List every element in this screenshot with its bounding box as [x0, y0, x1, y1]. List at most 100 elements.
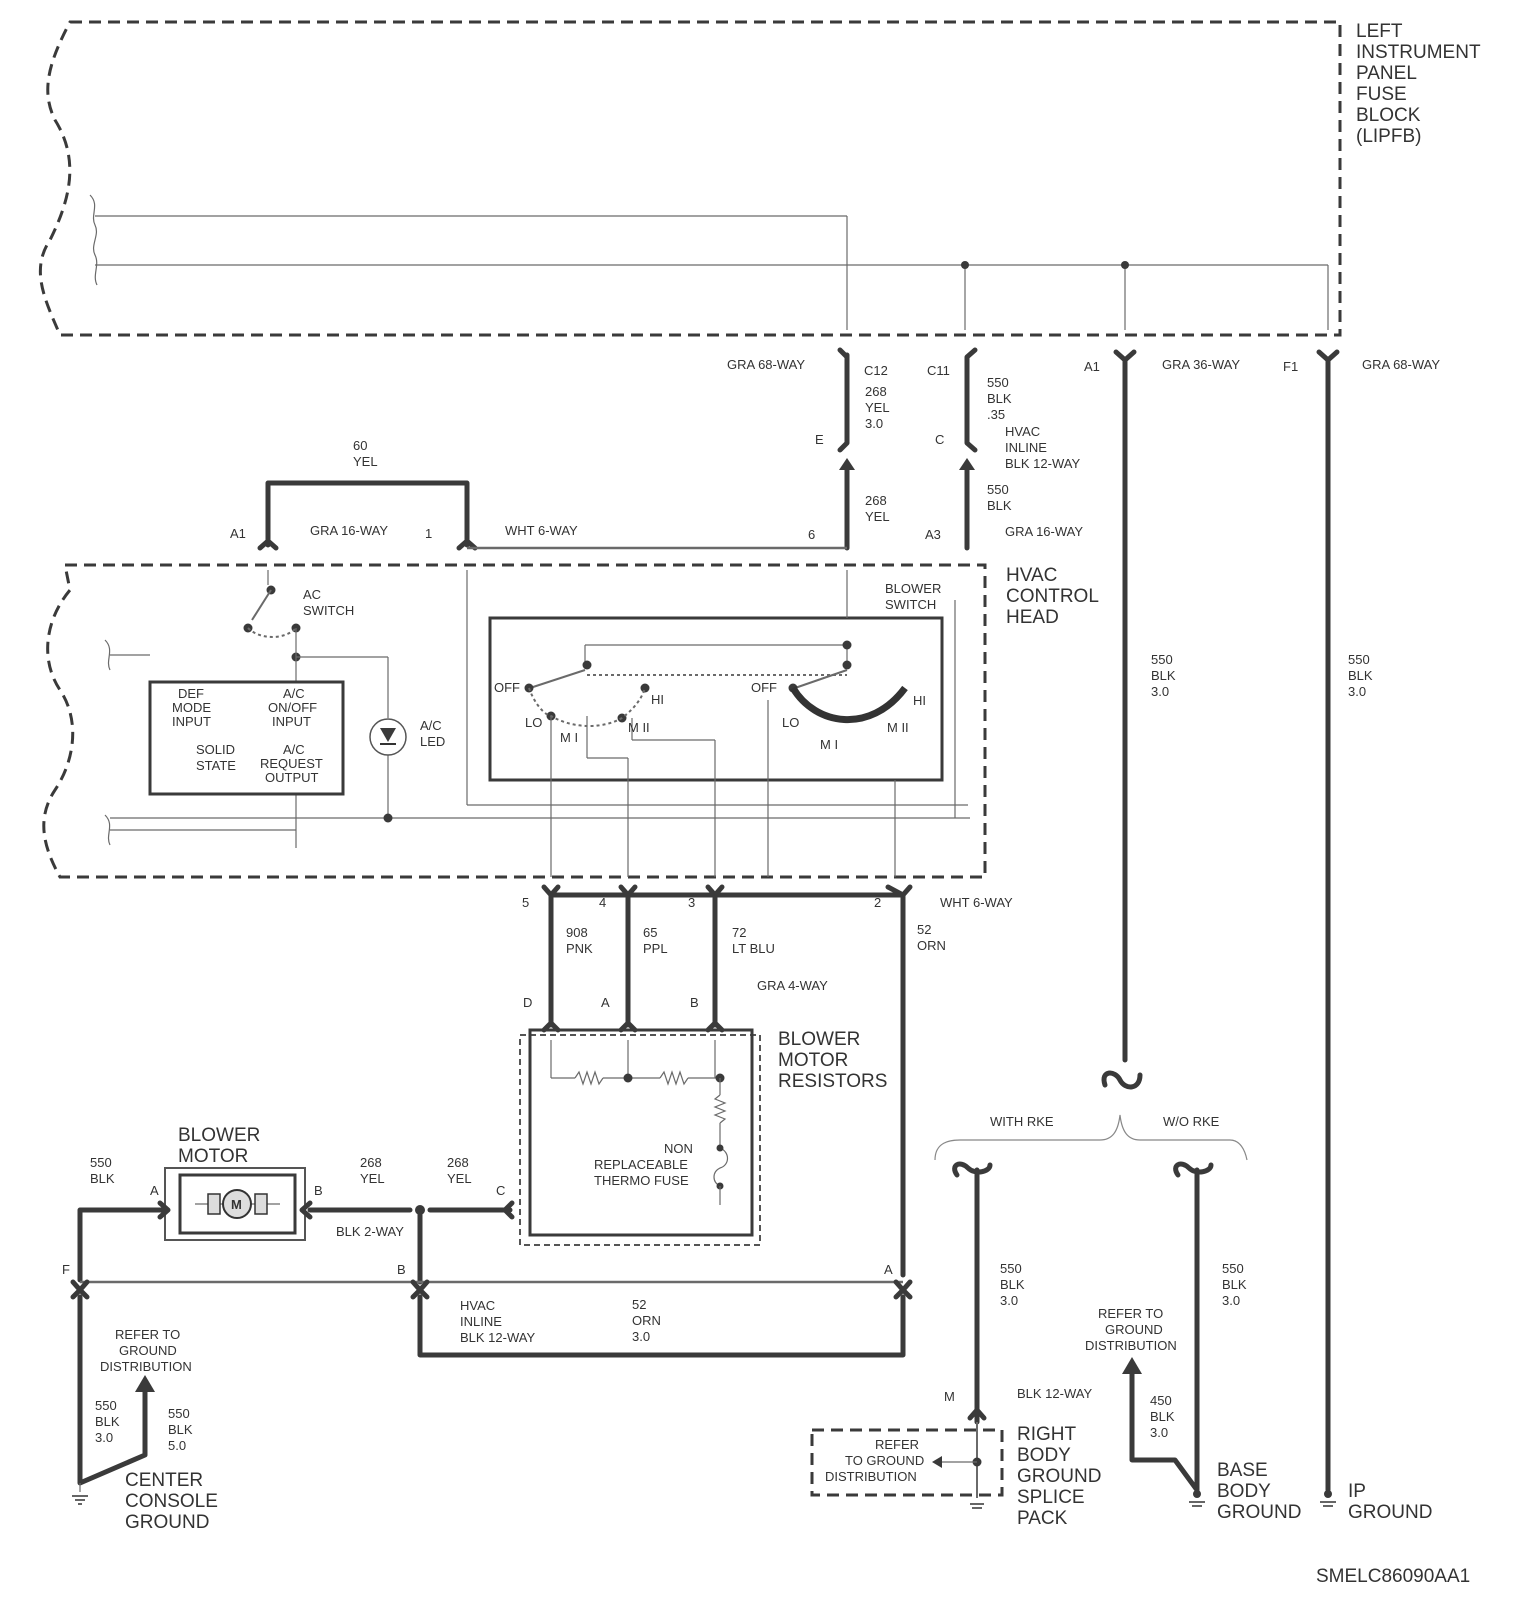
svg-text:52: 52: [917, 922, 931, 937]
svg-text:550: 550: [987, 482, 1009, 497]
splice-dot: [1121, 261, 1129, 269]
svg-text:SWITCH: SWITCH: [885, 597, 936, 612]
lipfb-label: LEFT INSTRUMENT PANEL FUSE BLOCK (LIPFB): [1356, 21, 1481, 147]
svg-text:F1: F1: [1283, 359, 1298, 374]
svg-text:ORN: ORN: [632, 1313, 661, 1328]
svg-text:LT BLU: LT BLU: [732, 941, 775, 956]
svg-text:65: 65: [643, 925, 657, 940]
lipfb-fuse-block: [38, 20, 1342, 337]
svg-text:GRA 16-WAY: GRA 16-WAY: [310, 523, 388, 538]
motor-icon: [222, 1189, 252, 1219]
svg-text:ORN: ORN: [917, 938, 946, 953]
svg-text:E: E: [815, 432, 824, 447]
gra4-connector: [541, 1020, 725, 1033]
svg-text:ON/OFF: ON/OFF: [268, 700, 317, 715]
svg-text:OFF: OFF: [751, 680, 777, 695]
svg-text:MOTOR: MOTOR: [778, 1050, 848, 1071]
svg-text:HVAC: HVAC: [1006, 565, 1057, 586]
svg-text:GROUND: GROUND: [1348, 1502, 1432, 1523]
svg-text:C12: C12: [864, 363, 888, 378]
svg-text:550: 550: [168, 1406, 190, 1421]
svg-text:A3: A3: [925, 527, 941, 542]
svg-text:SWITCH: SWITCH: [303, 603, 354, 618]
rke-split: WITH RKE W/O RKE: [934, 1114, 1248, 1493]
svg-text:BODY: BODY: [1217, 1481, 1271, 1502]
svg-text:3.0: 3.0: [1151, 684, 1169, 699]
thermo-fuse-icon: [713, 1147, 729, 1187]
hvac-control-head: [42, 563, 987, 879]
svg-text:GROUND: GROUND: [1017, 1466, 1101, 1487]
svg-text:D: D: [523, 995, 532, 1010]
svg-text:A: A: [601, 995, 610, 1010]
svg-text:M: M: [231, 1197, 242, 1212]
svg-text:C11: C11: [927, 363, 950, 378]
svg-text:A1: A1: [230, 526, 246, 541]
svg-text:BLK: BLK: [987, 391, 1012, 406]
svg-text:MOTOR: MOTOR: [178, 1146, 248, 1167]
svg-text:RIGHT: RIGHT: [1017, 1424, 1077, 1445]
right-body-ground-splice-pack: 550 BLK 3.0 M BLK 12-WAY REFER TO GROUND…: [810, 1261, 1101, 1529]
svg-text:3.0: 3.0: [1222, 1293, 1240, 1308]
svg-text:C: C: [935, 432, 944, 447]
svg-text:A1: A1: [1084, 359, 1100, 374]
svg-text:A/C: A/C: [283, 742, 305, 757]
svg-text:WITH RKE: WITH RKE: [990, 1114, 1054, 1129]
blower-motor-resistors: [519, 1028, 761, 1246]
svg-text:GROUND: GROUND: [1217, 1502, 1301, 1523]
svg-text:GROUND: GROUND: [125, 1512, 209, 1533]
svg-text:INSTRUMENT: INSTRUMENT: [1356, 42, 1481, 63]
svg-text:HI: HI: [913, 693, 926, 708]
svg-text:268: 268: [447, 1155, 469, 1170]
svg-text:YEL: YEL: [360, 1171, 385, 1186]
blower-switch: [488, 616, 944, 782]
svg-text:LED: LED: [420, 734, 445, 749]
svg-text:INPUT: INPUT: [272, 714, 311, 729]
svg-text:3.0: 3.0: [865, 416, 883, 431]
base-body-ground: 550 BLK 3.0 REFER TO GROUND DISTRIBUTION…: [1085, 1261, 1301, 1523]
svg-text:REFER TO: REFER TO: [115, 1327, 180, 1342]
svg-text:268: 268: [360, 1155, 382, 1170]
svg-text:SPLICE: SPLICE: [1017, 1487, 1085, 1508]
svg-text:F: F: [62, 1262, 70, 1277]
diagram-id: SMELC86090AA1: [1316, 1566, 1470, 1587]
svg-text:3: 3: [688, 895, 695, 910]
svg-text:GRA 68-WAY: GRA 68-WAY: [727, 357, 805, 372]
svg-text:3.0: 3.0: [1348, 684, 1366, 699]
svg-text:BLK: BLK: [1150, 1409, 1175, 1424]
svg-text:REFER: REFER: [875, 1437, 919, 1452]
svg-text:WHT 6-WAY: WHT 6-WAY: [505, 523, 578, 538]
svg-text:HEAD: HEAD: [1006, 607, 1059, 628]
svg-text:REPLACEABLE: REPLACEABLE: [594, 1157, 688, 1172]
svg-text:GRA 68-WAY: GRA 68-WAY: [1362, 357, 1440, 372]
svg-text:BLK 12-WAY: BLK 12-WAY: [1017, 1386, 1092, 1401]
svg-text:STATE: STATE: [196, 758, 236, 773]
svg-text:PPL: PPL: [643, 941, 668, 956]
svg-text:YEL: YEL: [447, 1171, 472, 1186]
svg-text:6: 6: [808, 527, 815, 542]
svg-text:BASE: BASE: [1217, 1460, 1268, 1481]
svg-text:YEL: YEL: [353, 454, 378, 469]
svg-text:A/C: A/C: [420, 718, 442, 733]
splice-dot: [961, 261, 969, 269]
svg-text:WHT 6-WAY: WHT 6-WAY: [940, 895, 1013, 910]
svg-text:LEFT: LEFT: [1356, 21, 1403, 42]
svg-text:550: 550: [987, 375, 1009, 390]
hvac-head-labels: HVAC CONTROL HEAD AC SWITCH BLOWER SWITC…: [172, 565, 1099, 785]
svg-text:.35: .35: [987, 407, 1005, 422]
svg-text:HVAC: HVAC: [460, 1298, 495, 1313]
svg-text:3.0: 3.0: [1000, 1293, 1018, 1308]
svg-text:908: 908: [566, 925, 588, 940]
svg-text:NON: NON: [664, 1141, 693, 1156]
svg-text:HI: HI: [651, 692, 664, 707]
svg-text:THERMO FUSE: THERMO FUSE: [594, 1173, 689, 1188]
svg-text:BLK: BLK: [1348, 668, 1373, 683]
svg-text:PANEL: PANEL: [1356, 63, 1417, 84]
svg-text:M I: M I: [820, 737, 838, 752]
svg-text:GRA 36-WAY: GRA 36-WAY: [1162, 357, 1240, 372]
svg-text:RESISTORS: RESISTORS: [778, 1071, 887, 1092]
svg-text:550: 550: [1000, 1261, 1022, 1276]
svg-text:W/O RKE: W/O RKE: [1163, 1114, 1220, 1129]
svg-text:CENTER: CENTER: [125, 1470, 203, 1491]
svg-text:INPUT: INPUT: [172, 714, 211, 729]
svg-text:CONTROL: CONTROL: [1006, 586, 1099, 607]
